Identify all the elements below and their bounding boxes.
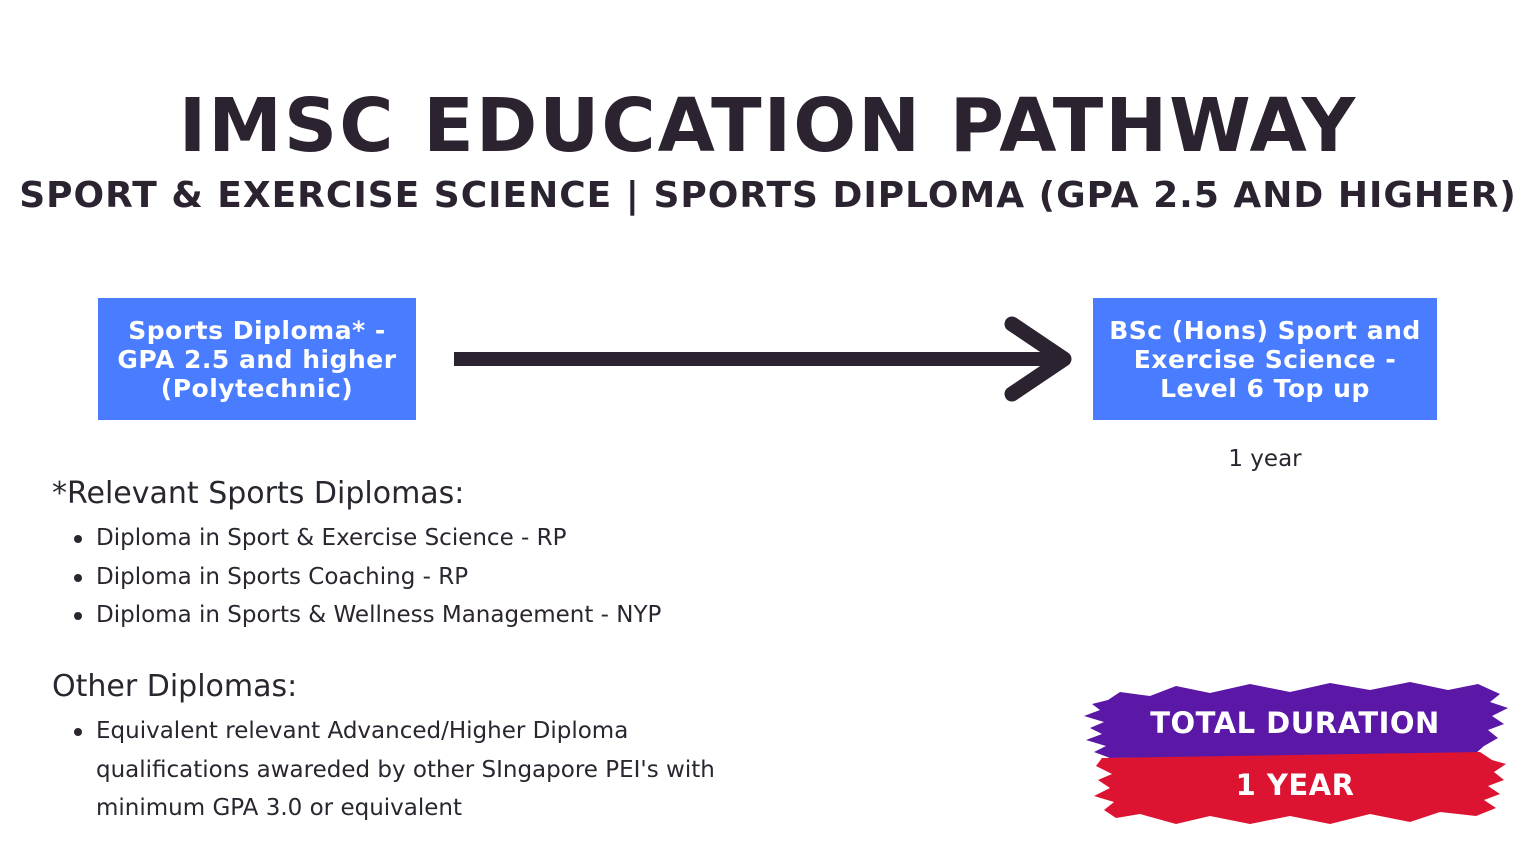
program-duration-label: 1 year [1228, 446, 1302, 472]
end-box-bsc-hons: BSc (Hons) Sport and Exercise Science - … [1093, 298, 1437, 420]
start-box-line: GPA 2.5 and higher [117, 344, 397, 374]
list-item: Diploma in Sport & Exercise Science - RP [73, 519, 661, 558]
page-subtitle: SPORT & EXERCISE SCIENCE | SPORTS DIPLOM… [19, 175, 1517, 216]
total-duration-label: TOTAL DURATION [1150, 706, 1440, 740]
start-box-line: (Polytechnic) [160, 373, 354, 403]
start-box-line: Sports Diploma* - [128, 315, 386, 345]
start-box-sports-diploma: Sports Diploma* - GPA 2.5 and higher (Po… [98, 298, 416, 420]
other-diplomas-list: Equivalent relevant Advanced/Higher Dipl… [74, 712, 756, 828]
page-title: IMSC EDUCATION PATHWAY [178, 83, 1358, 169]
relevant-diplomas-heading: *Relevant Sports Diplomas: [52, 476, 465, 511]
end-box-line: Exercise Science - [1133, 344, 1397, 374]
list-item: Diploma in Sports Coaching - RP [73, 558, 661, 597]
total-duration-value: 1 YEAR [1235, 768, 1355, 802]
other-diplomas-heading: Other Diplomas: [52, 669, 298, 704]
right-arrow-icon [454, 316, 1072, 402]
list-item: Diploma in Sports & Wellness Management … [73, 596, 661, 635]
brush-stroke-badge [1084, 682, 1508, 824]
relevant-diplomas-list: Diploma in Sport & Exercise Science - RP… [73, 519, 661, 635]
end-box-line: Level 6 Top up [1160, 373, 1370, 403]
list-item: Equivalent relevant Advanced/Higher Dipl… [74, 712, 756, 828]
end-box-line: BSc (Hons) Sport and [1109, 315, 1421, 345]
